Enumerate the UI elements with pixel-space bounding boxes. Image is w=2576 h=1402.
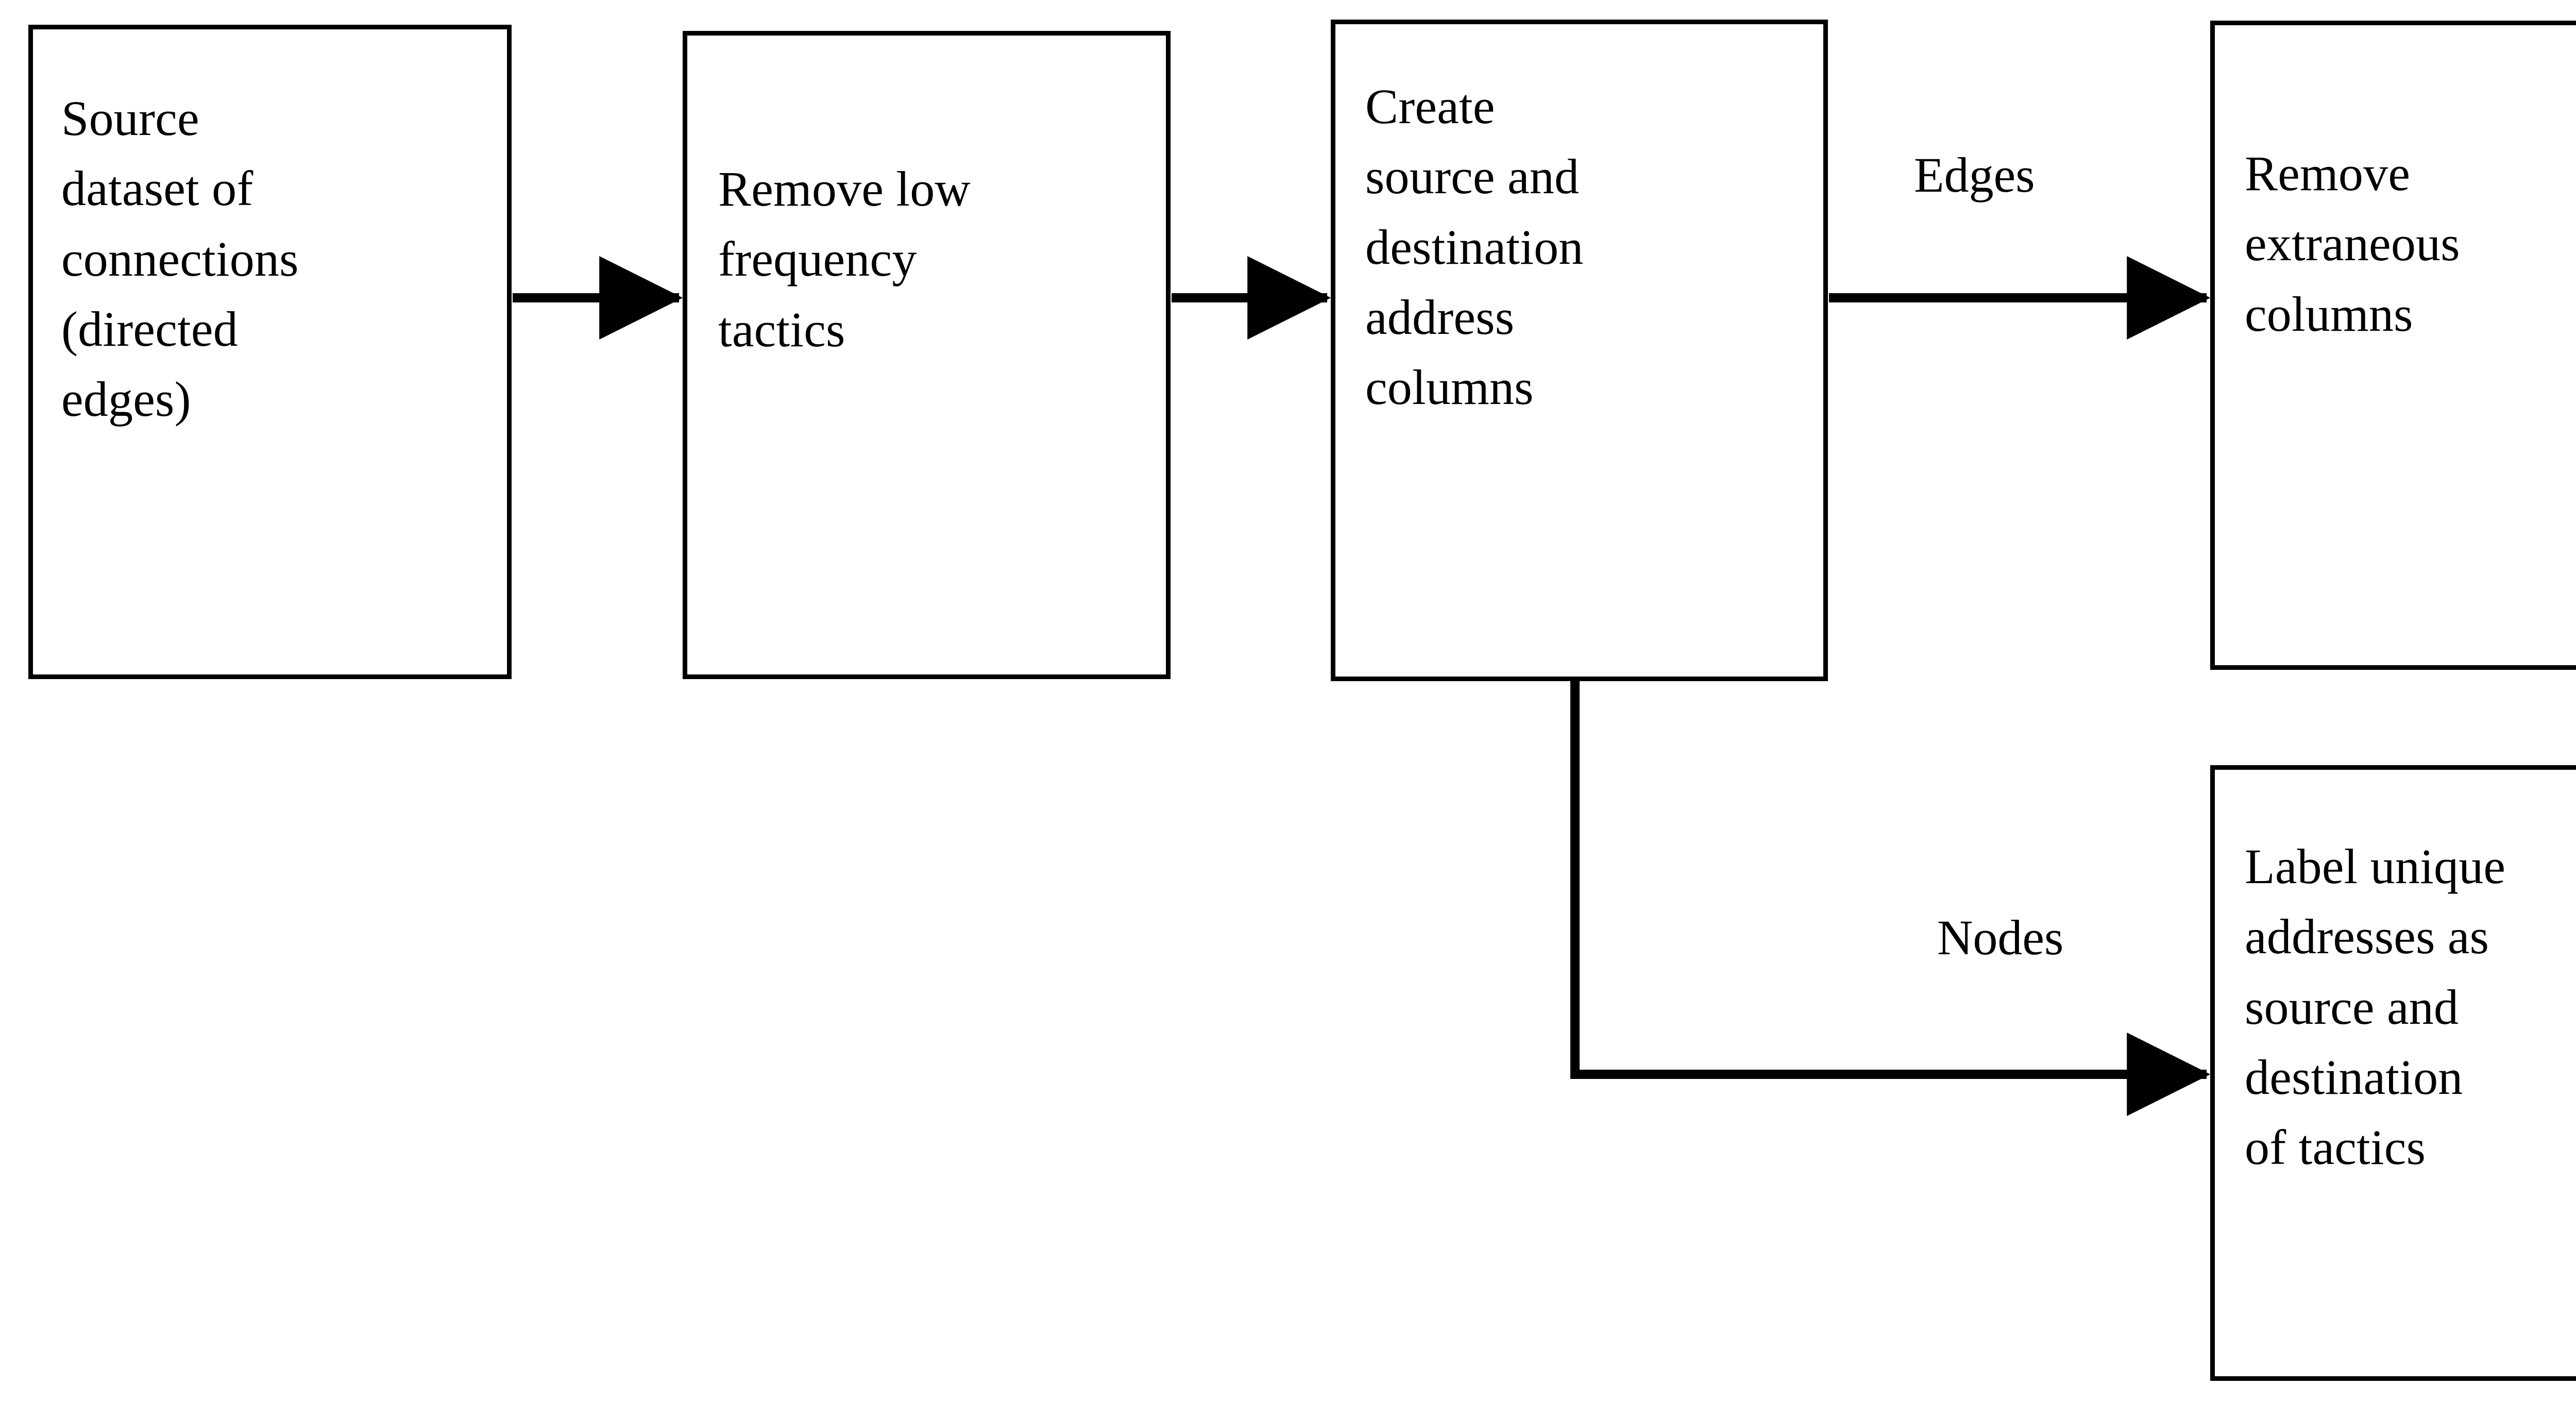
process-box-label-unique-addresses[interactable]: Label unique addresses as source and des…	[2210, 765, 2576, 1381]
process-box-source-dataset[interactable]: Source dataset of connections (directed …	[28, 25, 512, 679]
process-box-label: Label unique addresses as source and des…	[2245, 839, 2506, 1175]
process-box-remove-extraneous-columns[interactable]: Remove extraneous columns	[2210, 21, 2576, 670]
process-box-label: Remove low frequency tactics	[718, 161, 971, 357]
process-box-label: Create source and destination address co…	[1365, 79, 1584, 415]
process-box-remove-low-frequency-tactics[interactable]: Remove low frequency tactics	[683, 31, 1171, 679]
process-box-label: Source dataset of connections (directed …	[61, 91, 299, 427]
edge-label-edges: Edges	[1914, 147, 2035, 202]
process-box-create-source-destination-columns[interactable]: Create source and destination address co…	[1331, 20, 1828, 681]
arrow-create-to-label-unique	[1570, 681, 2211, 1116]
process-box-label: Remove extraneous columns	[2245, 146, 2460, 342]
edge-label-nodes: Nodes	[1937, 910, 2064, 965]
